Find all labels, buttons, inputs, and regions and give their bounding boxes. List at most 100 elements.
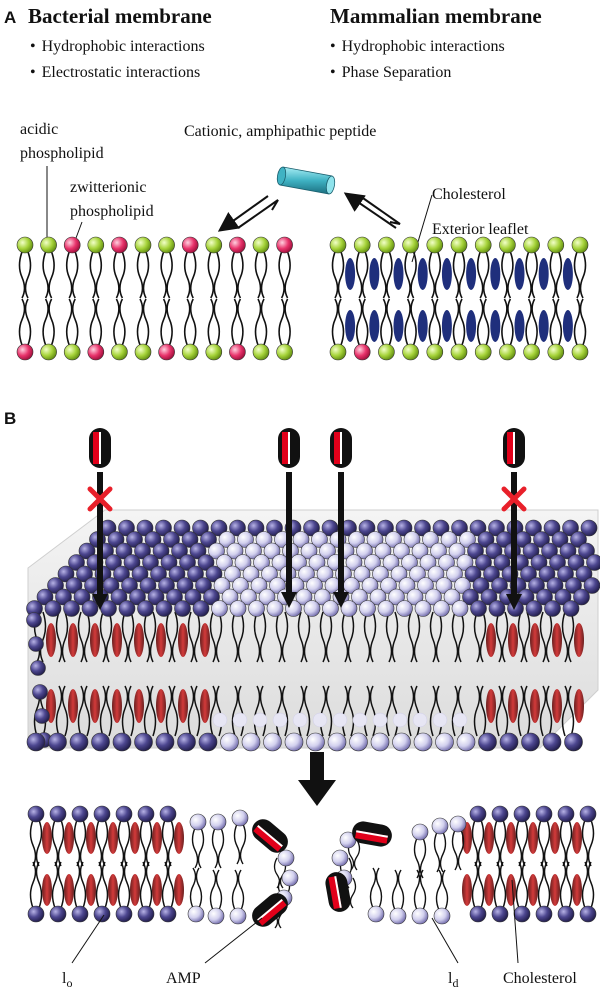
cholesterol-icon [508,689,518,723]
lipid-head [266,600,284,617]
lipid-tail [457,685,465,737]
lipid-head [478,732,497,752]
cholesterol-icon [64,874,74,906]
cholesterol-icon [46,623,56,657]
lipid-head [134,732,153,752]
lipid-tail [117,819,125,867]
lipid-head [110,588,128,606]
lipid-tail [231,298,238,346]
lipid-tail [281,611,289,663]
lipid-tail [493,861,501,909]
lipid-tail [189,298,197,346]
lipid-head [69,732,89,752]
lipid-head-faint [432,712,448,728]
lipid-head [411,542,429,560]
lipid-tail [284,298,291,346]
lipid-head [40,236,57,254]
lipid-tail [161,819,169,867]
lipid-head [348,531,365,548]
lipid-tail [555,298,563,346]
lipid-head [578,542,595,560]
amp-capsule-icon [89,428,111,468]
cholesterol-icon [112,623,122,657]
lipid-tail [555,251,563,299]
cholesterol-icon [572,822,582,854]
lipid-head [491,905,509,923]
lipid-tail [119,298,126,346]
lipid-head [144,531,162,548]
lipid-head [303,519,320,537]
lipid-tail [29,819,37,867]
lipid-head [559,542,577,560]
cholesterol-icon [178,623,188,657]
lipid-head [377,600,395,617]
lipid-tail [57,861,65,909]
lipid-head [380,577,397,594]
lipid-head [544,600,561,617]
cholesterol-icon [200,689,210,723]
lipid-head [562,600,580,617]
lipid-head [277,849,295,867]
lipid-head [105,554,122,571]
lipid-head [470,600,487,617]
lipid-head [26,732,46,752]
cholesterol-icon [538,258,549,290]
lipid-head [580,519,598,537]
lipid-head [367,905,385,923]
lipid-head [263,542,281,560]
lipid-head [438,554,455,571]
lipid-head [443,588,461,606]
lipid-head [93,905,111,923]
lipid-tail [165,611,173,663]
lipid-head [474,343,492,361]
red-x-icon [87,486,113,512]
lipid-head [73,588,91,606]
lipid-head [520,565,537,583]
lipid-tail [539,685,547,737]
cholesterol-icon [462,874,472,906]
lipid-head [513,905,531,923]
lipid-tail [166,298,173,346]
lipid-head [44,600,62,617]
lipid-tail [471,819,479,867]
amp-capsule-stripe [334,876,342,908]
lipid-tail [457,611,465,663]
lipid-head [483,565,500,583]
lipid-head [422,531,439,548]
lipid-tail [99,685,107,737]
cholesterol-icon [562,310,573,342]
lipid-tail [347,685,355,737]
lipid-head [356,542,373,560]
lipid-tail [253,685,261,737]
lipid-head [207,907,225,925]
lipid-head-faint [212,712,228,728]
lipid-head [469,905,487,923]
lipid-head [163,531,180,548]
lipid-head [570,531,587,548]
lipid-head-faint [412,712,428,728]
lipid-tail [160,298,167,346]
cholesterol-icon [562,258,573,290]
lipid-tail [83,685,91,737]
lipid-head [168,565,186,583]
lipid-head [413,732,433,752]
lipid-tail [347,611,355,663]
lipid-head [216,554,233,571]
lipid-tail [349,877,357,909]
lipid-head [551,531,569,548]
lipid-head [220,732,239,752]
lipid-tail [325,611,333,663]
lipid-head [411,823,429,841]
lipid-head [303,600,321,617]
lipid-tail [501,611,509,663]
lipid-tail [531,251,538,299]
lipid-tail [477,861,485,909]
cholesterol-icon [417,310,428,342]
lipid-head [475,554,492,571]
lipid-tail [385,685,393,737]
lipid-tail [167,861,175,909]
lipid-head [547,343,565,361]
lipid-head [189,813,207,831]
lipid-head [205,343,223,361]
incoming-amps [87,428,527,610]
